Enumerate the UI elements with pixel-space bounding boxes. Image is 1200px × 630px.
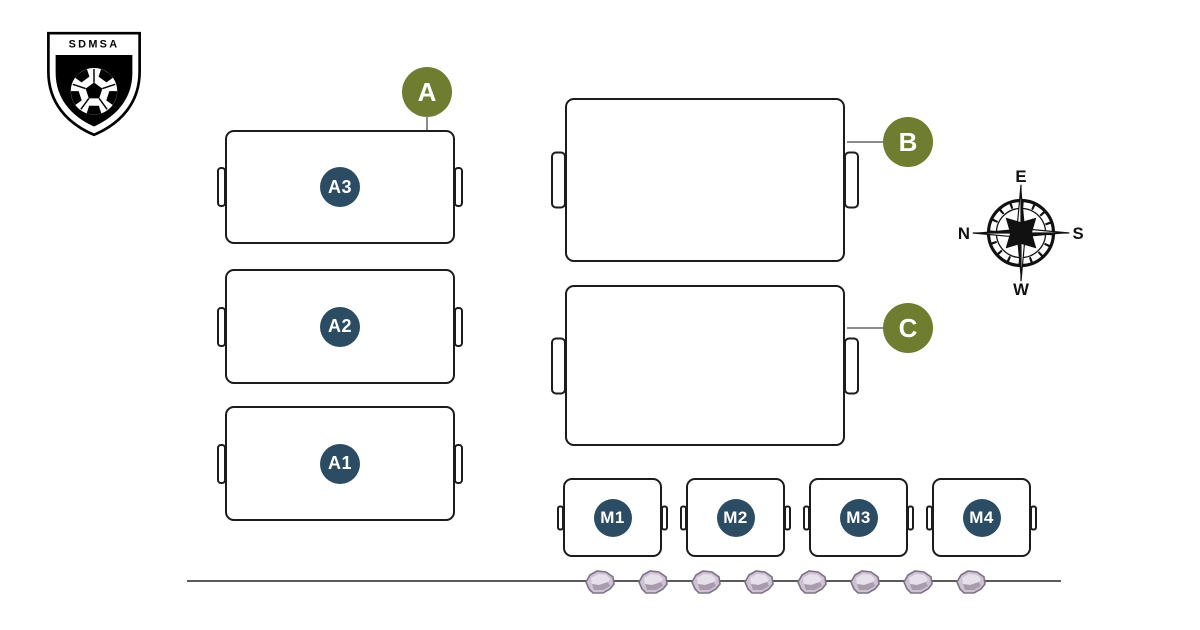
rock-icon [584,569,616,596]
field-a2-badge: A2 [320,306,360,347]
goal-icon [454,306,463,347]
rock-icon [637,569,669,596]
compass-label-bottom: W [1013,280,1029,298]
goal-icon [680,505,687,530]
boundary-line [187,580,1061,582]
field-m4: M4 [926,478,1037,557]
goal-icon [454,167,463,207]
field-b [551,98,859,262]
compass-label-right: S [1073,224,1084,243]
compass-rose: E S W N [958,168,1084,298]
field-a3: A3 [217,130,463,244]
field-m1-badge: M1 [593,498,632,537]
field-m3-badge: M3 [839,498,878,537]
section-marker-c: C [883,303,933,353]
field-m1: M1 [557,478,668,557]
compass-label-left: N [958,224,970,243]
goal-icon [551,337,566,394]
goal-icon [551,151,566,209]
section-marker-a: A [402,67,452,117]
field-m4-badge: M4 [962,498,1001,537]
club-logo: SDMSA [47,31,141,137]
section-marker-b: B [883,117,933,167]
goal-icon [926,505,933,530]
goal-icon [454,443,463,484]
marker-a-connector-line [426,116,428,132]
field-m3: M3 [803,478,914,557]
goal-icon [844,337,859,394]
marker-b-connector-line [847,141,883,143]
rock-icon [796,569,828,596]
goal-icon [661,505,668,530]
goal-icon [803,505,810,530]
rock-icon [955,569,987,596]
field-a1: A1 [217,406,463,521]
goal-icon [557,505,564,530]
compass-label-top: E [1015,168,1026,186]
soccer-ball-icon [68,65,120,117]
field-m2-badge: M2 [716,498,755,537]
marker-c-connector-line [847,327,883,329]
goal-icon [844,151,859,209]
rock-icon [902,569,934,596]
field-a1-badge: A1 [320,443,360,484]
rock-icon [743,569,775,596]
goal-icon [217,306,226,347]
goal-icon [217,443,226,484]
goal-icon [217,167,226,207]
compass-intercardinal-point [1021,217,1037,233]
field-a2: A2 [217,269,463,384]
club-name: SDMSA [69,39,120,51]
rock-icon [849,569,881,596]
goal-icon [784,505,791,530]
field-c [551,285,859,446]
field-m2: M2 [680,478,791,557]
rock-icon [690,569,722,596]
field-a3-badge: A3 [320,167,360,207]
goal-icon [1030,505,1037,530]
goal-icon [907,505,914,530]
